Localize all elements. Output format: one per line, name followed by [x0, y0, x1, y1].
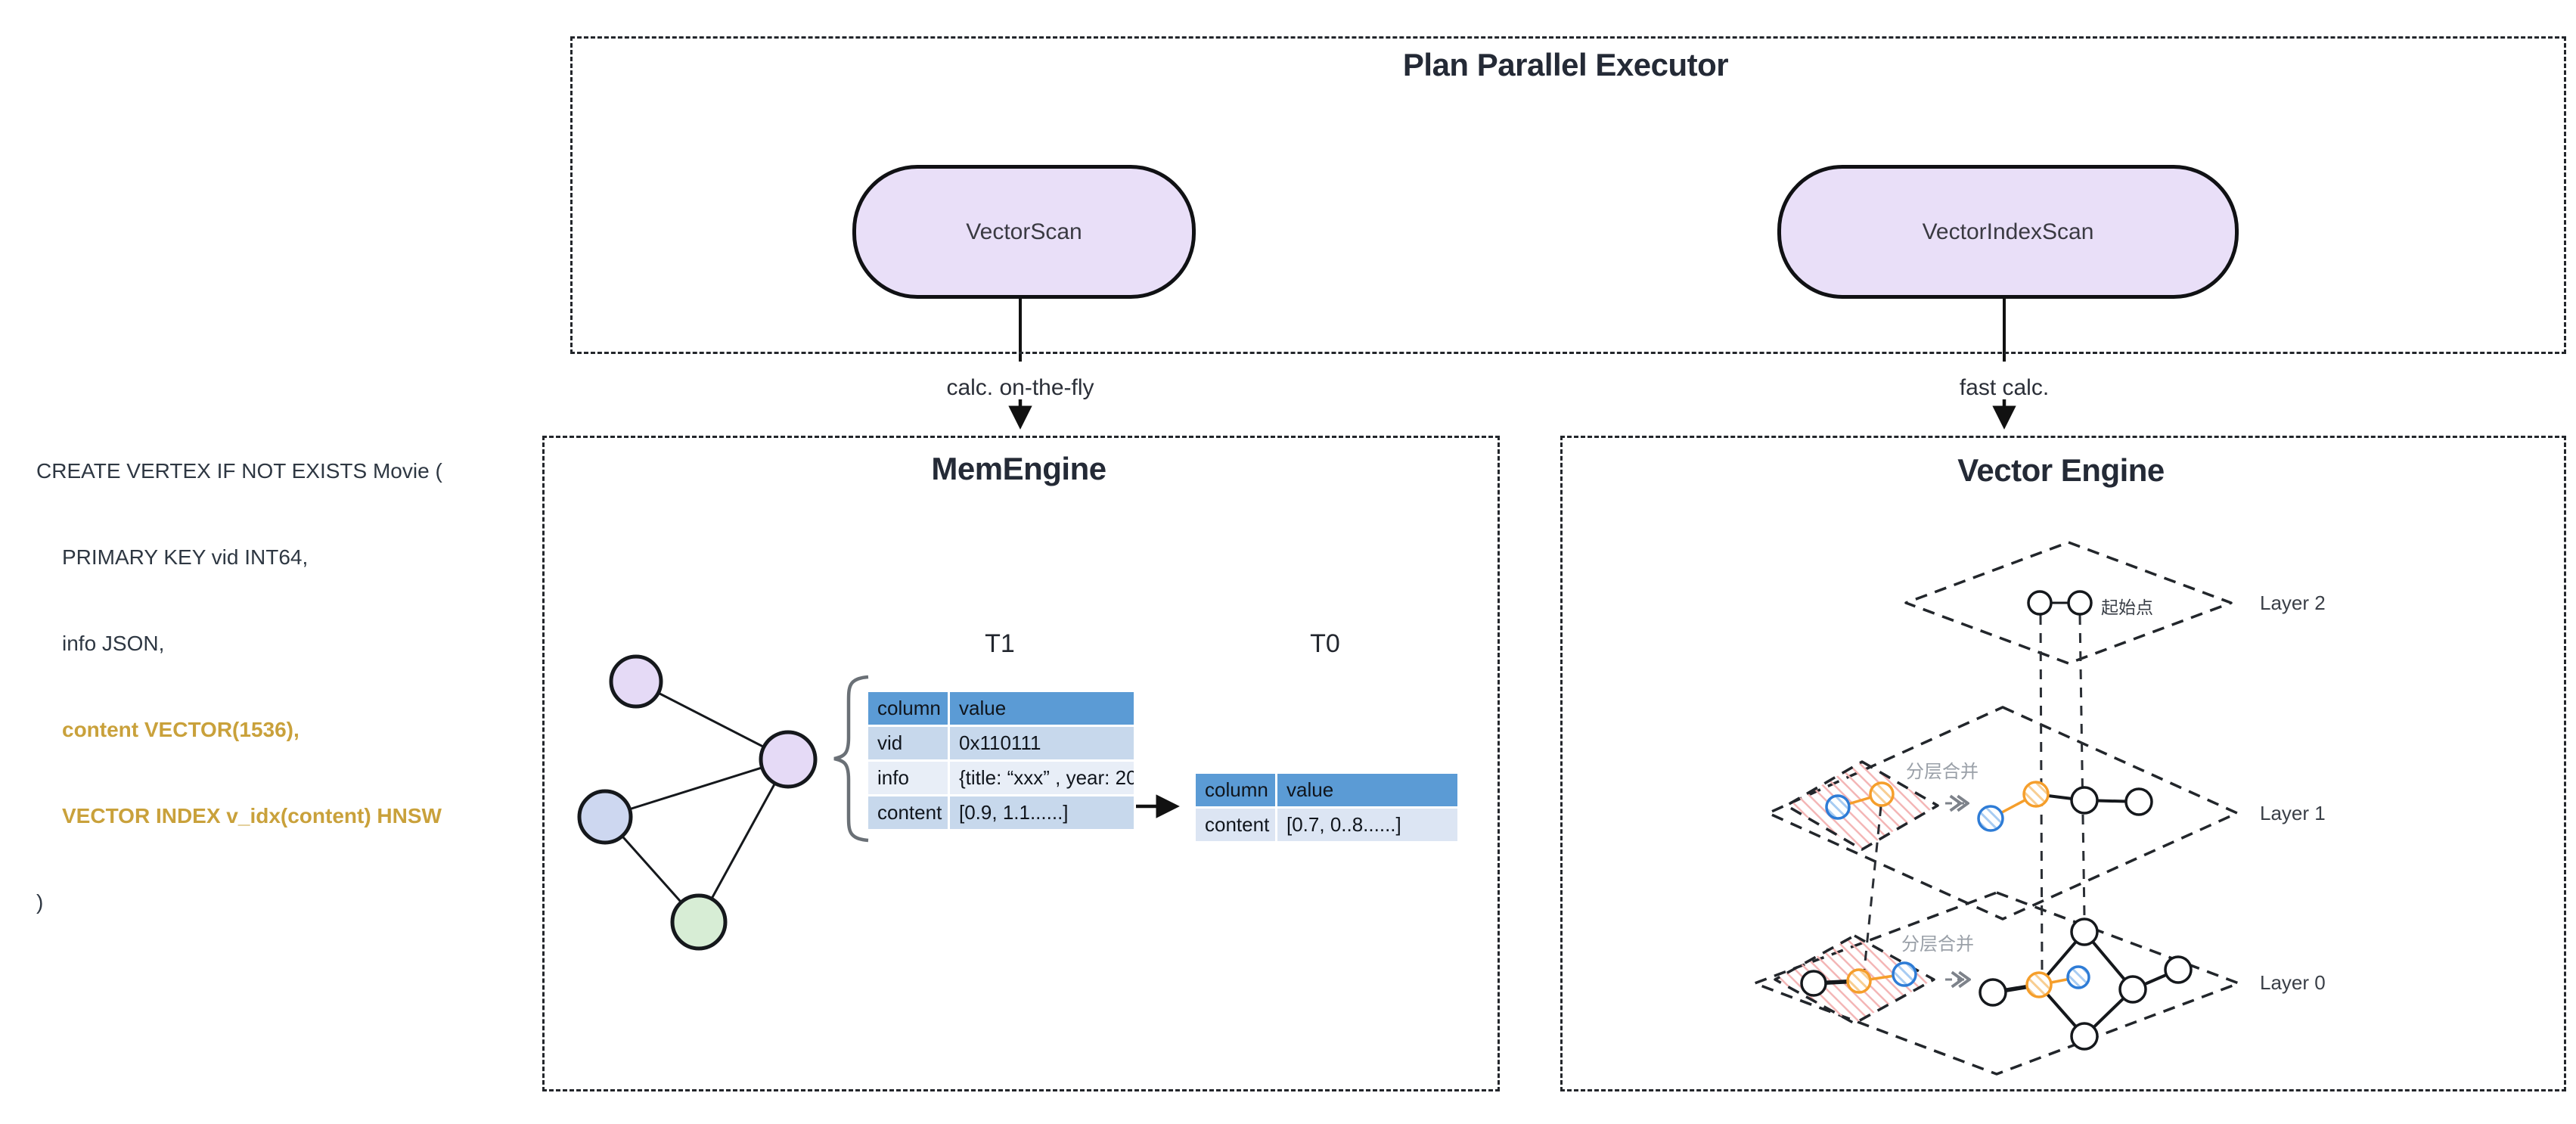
code-line: CREATE VERTEX IF NOT EXISTS Movie (	[36, 459, 442, 483]
layer1-label: Layer 1	[2260, 802, 2326, 824]
vectorindexscan-label: VectorIndexScan	[1922, 219, 2094, 244]
hnsw-layers	[1753, 541, 2240, 1076]
layer0-merge-nodes	[1800, 961, 1917, 997]
hnsw-node-blue	[1892, 961, 1917, 987]
memengine-graph	[577, 654, 818, 951]
executor-title: Plan Parallel Executor	[1402, 47, 1729, 82]
vectorindexscan-node: VectorIndexScan	[1777, 165, 2239, 299]
code-line-highlight: VECTOR INDEX v_idx(content) HNSW	[62, 804, 442, 827]
hnsw-node-white	[2164, 955, 2193, 984]
hnsw-node-blue	[1825, 794, 1851, 820]
graph-node-lavender	[609, 654, 663, 709]
layer2-diamond	[1904, 541, 2233, 665]
t1-cell: 0x110111	[950, 727, 1134, 759]
hnsw-node-white	[2027, 590, 2053, 616]
vector-engine-title: Vector Engine	[1957, 452, 2165, 488]
plan-parallel-executor-box	[570, 36, 2566, 354]
t1-header-cell: value	[950, 692, 1134, 725]
t1-cell: {title: “xxx” , year: 2023}	[950, 762, 1134, 794]
memengine-box	[542, 436, 1500, 1091]
hnsw-node-white	[2124, 787, 2153, 816]
graph-edge	[604, 758, 789, 818]
layer2-label: Layer 2	[2260, 591, 2326, 614]
code-line: PRIMARY KEY vid INT64,	[62, 545, 309, 569]
code-line: )	[36, 890, 44, 914]
descent-line-merge	[1863, 806, 1882, 970]
t1-cell: info	[868, 762, 948, 794]
t1-cell: content	[868, 796, 948, 829]
code-line-highlight: content VECTOR(1536),	[62, 718, 299, 741]
layer2-nodes	[2027, 590, 2093, 616]
hnsw-node-white	[2070, 1022, 2099, 1051]
t1-cell: vid	[868, 727, 948, 759]
ddl-code-block: CREATE VERTEX IF NOT EXISTS Movie ( PRIM…	[36, 399, 442, 974]
vectorscan-label: VectorScan	[966, 219, 1082, 244]
executor-connectors	[1008, 293, 2016, 430]
layer1-merge-nodes	[1825, 781, 1895, 820]
hnsw-node-white	[2118, 975, 2147, 1004]
memengine-title: MemEngine	[931, 451, 1106, 486]
t1-cell: [0.9, 1.1......]	[950, 796, 1134, 829]
layer0-cluster	[1979, 918, 2193, 1051]
curly-brace	[833, 675, 869, 843]
vector-engine-box	[1560, 436, 2566, 1091]
layer1-cluster	[1977, 781, 2153, 832]
table-t0-title: T0	[1310, 629, 1340, 658]
graph-node-green	[670, 893, 728, 951]
hnsw-node-white	[1979, 978, 2007, 1007]
hnsw-node-blue	[1977, 805, 2004, 832]
graph-node-blue	[577, 789, 633, 845]
t0-header-cell: value	[1277, 774, 1457, 806]
layer1-diamond	[1767, 706, 2239, 921]
fast-calc-label: fast calc.	[1959, 375, 2050, 400]
layer0-label: Layer 0	[2260, 971, 2326, 994]
vectorscan-node: VectorScan	[852, 165, 1196, 299]
t0-cell: [0.7, 0..8......]	[1277, 809, 1457, 841]
hnsw-node-blue	[2066, 965, 2090, 989]
table-t0: column value content [0.7, 0..8......]	[1196, 774, 1457, 841]
layer1-merge-diamond	[1785, 760, 1939, 851]
code-line: info JSON,	[62, 632, 165, 655]
hnsw-node-orange	[2022, 781, 2050, 808]
merge-label-layer0: 分层合并	[1901, 934, 1974, 955]
merge-label-layer1: 分层合并	[1906, 762, 1979, 782]
hnsw-node-white	[2070, 786, 2099, 815]
descent-line-left	[2039, 614, 2044, 972]
hnsw-node-white	[2070, 918, 2099, 946]
hnsw-node-white	[1800, 970, 1827, 997]
descent-line-right	[2078, 614, 2086, 918]
table-t1: column value vid 0x110111 info {title: “…	[868, 692, 1134, 829]
graph-edge	[697, 759, 790, 923]
t0-header-cell: column	[1196, 774, 1275, 806]
hnsw-node-orange	[1869, 781, 1895, 807]
calc-on-the-fly-label: calc. on-the-fly	[946, 375, 1094, 400]
hnsw-node-orange	[1846, 968, 1872, 994]
hnsw-node-orange	[2025, 971, 2053, 998]
t1-header-cell: column	[868, 692, 948, 725]
start-point-label: 起始点	[2101, 598, 2153, 617]
graph-node-lavender-hub	[759, 730, 818, 789]
hnsw-node-start	[2067, 590, 2093, 616]
t0-cell: content	[1196, 809, 1275, 841]
table-t1-title: T1	[985, 629, 1015, 658]
